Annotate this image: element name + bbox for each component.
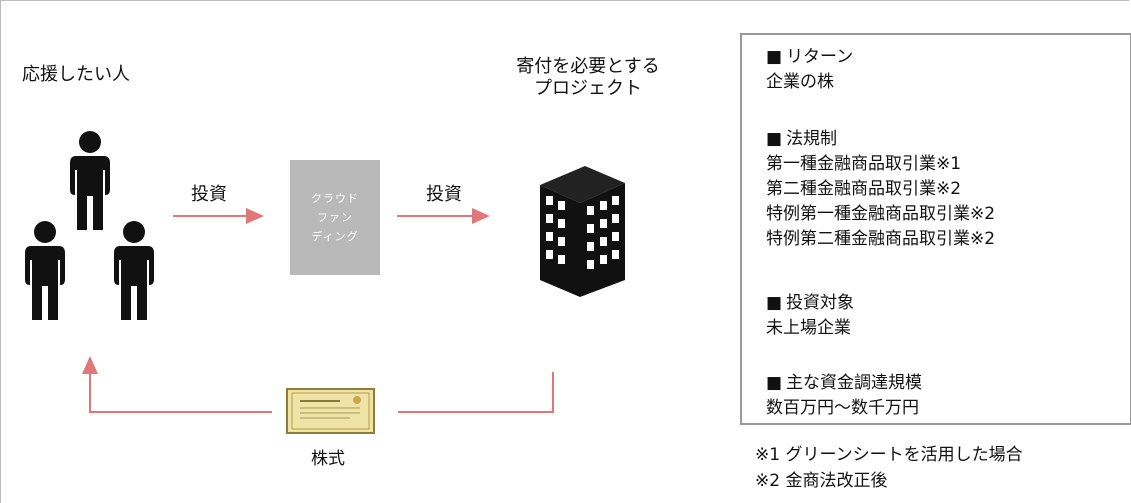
scale-section: 主な資金調達規模 数百万円〜数千万円 bbox=[766, 371, 922, 421]
scale-heading: 主な資金調達規模 bbox=[766, 371, 922, 396]
footnote-2: ※2 金商法改正後 bbox=[755, 471, 888, 491]
person-icon-right bbox=[114, 221, 154, 320]
project-label-line2: プロジェクト bbox=[534, 78, 642, 99]
crowdfunding-label: クラウド ファン ディング bbox=[311, 192, 359, 243]
regulation-line: 特例第二種金融商品取引業※2 bbox=[766, 229, 996, 249]
regulation-heading: 法規制 bbox=[766, 127, 995, 152]
crowdfunding-box: クラウド ファン ディング bbox=[290, 160, 380, 275]
stock-certificate-icon bbox=[286, 388, 375, 434]
invest-label-1: 投資 bbox=[191, 184, 227, 205]
regulation-line: 第一種金融商品取引業※1 bbox=[766, 154, 962, 174]
return-arrow-left bbox=[82, 356, 272, 413]
target-line: 未上場企業 bbox=[766, 318, 851, 338]
return-heading: リターン bbox=[766, 45, 853, 70]
supporters-label: 応援したい人 bbox=[22, 64, 130, 85]
return-line-right bbox=[398, 372, 554, 413]
stock-label: 株式 bbox=[311, 449, 345, 469]
info-box: リターン 企業の株 法規制 第一種金融商品取引業※1 第二種金融商品取引業※2 … bbox=[740, 33, 1131, 425]
target-section: 投資対象 未上場企業 bbox=[766, 291, 854, 341]
scale-line: 数百万円〜数千万円 bbox=[766, 398, 919, 418]
return-section: リターン 企業の株 bbox=[766, 45, 853, 95]
footnotes: ※1 グリーンシートを活用した場合 ※2 金商法改正後 bbox=[755, 442, 1023, 494]
return-line: 企業の株 bbox=[766, 72, 834, 92]
building-icon bbox=[540, 166, 625, 297]
project-label: 寄付を必要とする プロジェクト bbox=[493, 56, 683, 100]
person-icon-left bbox=[25, 221, 65, 320]
person-icon-top bbox=[70, 131, 110, 230]
regulation-section: 法規制 第一種金融商品取引業※1 第二種金融商品取引業※2 特例第一種金融商品取… bbox=[766, 127, 995, 252]
footnote-1: ※1 グリーンシートを活用した場合 bbox=[755, 445, 1023, 465]
regulation-line: 第二種金融商品取引業※2 bbox=[766, 179, 962, 199]
invest-label-2: 投資 bbox=[426, 184, 462, 205]
regulation-line: 特例第一種金融商品取引業※2 bbox=[766, 204, 996, 224]
project-label-line1: 寄付を必要とする bbox=[516, 56, 660, 77]
target-heading: 投資対象 bbox=[766, 291, 854, 316]
